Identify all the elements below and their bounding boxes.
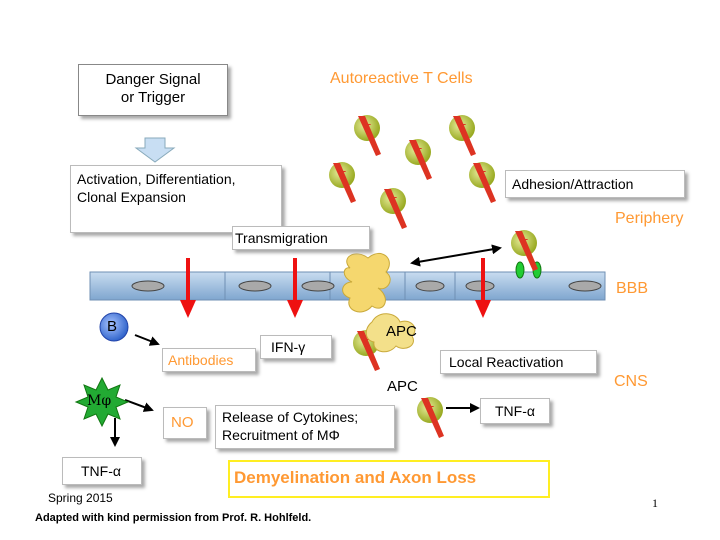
adhesion-box: Adhesion/Attraction	[505, 170, 685, 198]
antibodies-box: Antibodies	[162, 348, 256, 372]
release-box: Release of Cytokines; Recruitment of MΦ	[215, 405, 395, 449]
macrophage-cell	[74, 376, 130, 428]
transmigrating-cell	[342, 252, 391, 313]
b-cell	[99, 312, 129, 342]
ifn-box: IFN-γ	[260, 335, 332, 359]
tnf-right-box: TNF-α	[480, 398, 550, 424]
adhesion-label: Adhesion/Attraction	[512, 176, 634, 192]
danger-signal-label: Danger Signal or Trigger	[105, 71, 201, 106]
endothelial-nuclei	[131, 280, 602, 292]
no-box: NO	[163, 407, 207, 439]
transmigration-label: Transmigration	[235, 230, 328, 246]
activation-label: Activation, Differentiation, Clonal Expa…	[77, 171, 236, 205]
release-label: Release of Cytokines; Recruitment of MΦ	[222, 409, 359, 443]
periphery-label: Periphery	[615, 210, 684, 227]
black-arrows	[110, 244, 502, 447]
demyelination-box: Demyelination and Axon Loss	[228, 460, 550, 498]
local-reactivation-box: Local Reactivation	[440, 350, 597, 374]
apc-top-label: APC	[386, 323, 417, 340]
t-cell-letter: T	[458, 121, 466, 136]
trigger-block-arrow	[134, 137, 176, 163]
ifn-label: IFN-γ	[271, 339, 306, 355]
bbb-label: BBB	[616, 280, 649, 297]
page-number: 1	[652, 496, 658, 510]
apc-mid-label: APC	[387, 378, 418, 395]
macrophage-label: Mφ	[87, 393, 112, 409]
tnf-left-box: TNF-α	[62, 457, 142, 485]
t-cell-letters: T T T T T T T T T	[338, 121, 528, 418]
spring-label: Spring 2015	[48, 491, 113, 505]
transmigration-box: Transmigration	[232, 226, 370, 250]
local-reactivation-label: Local Reactivation	[449, 354, 564, 370]
activation-box: Activation, Differentiation, Clonal Expa…	[70, 165, 282, 233]
tnf-left-label: TNF-α	[81, 463, 121, 479]
cns-label: CNS	[614, 373, 648, 390]
t-cell-letter: T	[520, 236, 528, 251]
antibodies-label: Antibodies	[168, 352, 234, 368]
t-cell-letter: T	[389, 194, 397, 209]
t-cell-letter: T	[338, 168, 346, 183]
t-cell-letter: T	[426, 403, 434, 418]
t-cell-letter: T	[414, 145, 422, 160]
apc-cell-top	[365, 313, 416, 353]
t-cell-letter: T	[363, 121, 371, 136]
b-cell-label: B	[107, 318, 118, 335]
autoreactive-label: Autoreactive T Cells	[330, 70, 473, 87]
adapted-label: Adapted with kind permission from Prof. …	[35, 512, 312, 524]
t-cell-letter: T	[478, 168, 486, 183]
no-label: NO	[171, 414, 194, 431]
t-cell-letter: T	[362, 336, 370, 351]
demyelination-label: Demyelination and Axon Loss	[234, 468, 477, 487]
tnf-right-label: TNF-α	[495, 403, 535, 419]
danger-signal-box: Danger Signal or Trigger	[78, 64, 228, 116]
